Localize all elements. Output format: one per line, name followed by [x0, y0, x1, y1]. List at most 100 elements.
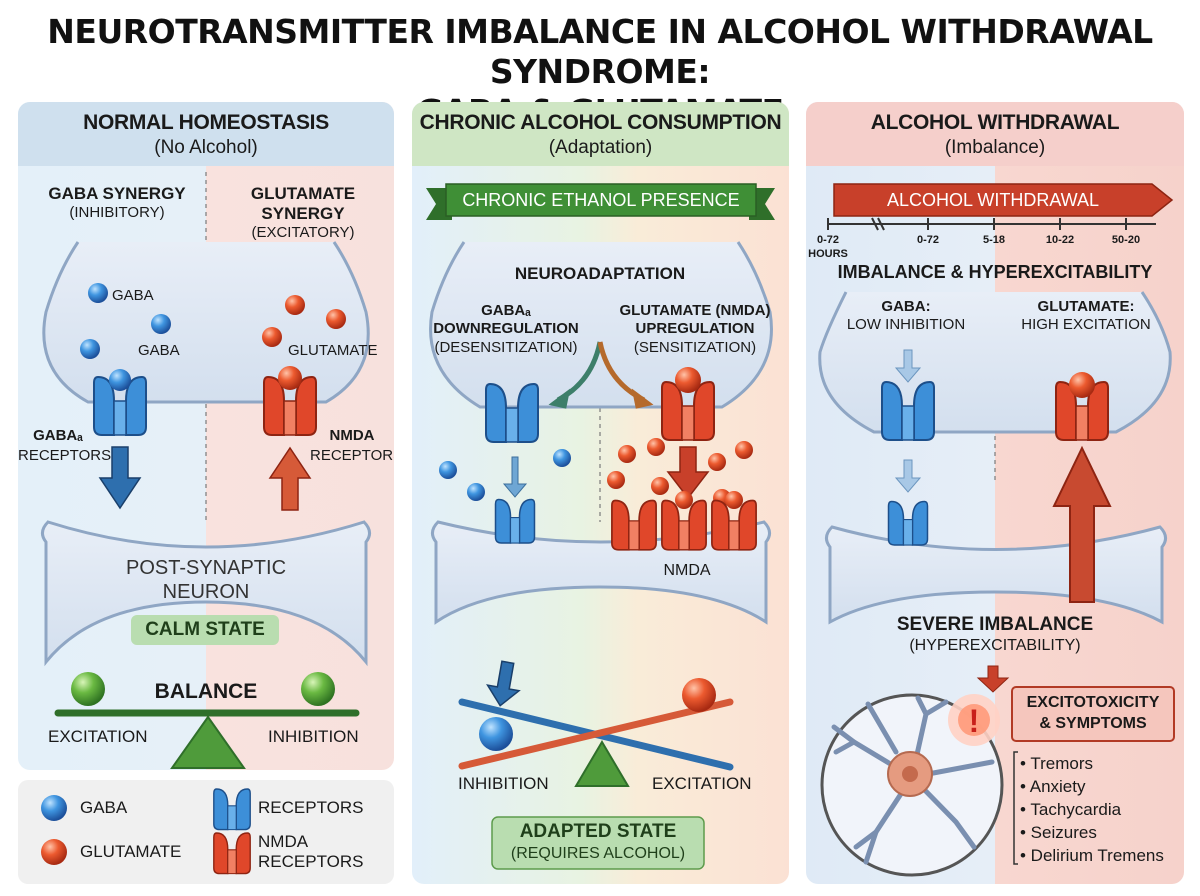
adapted-state-sub: (REQUIRES ALCOHOL): [510, 845, 686, 862]
neuroadaptation-label: NEUROADAPTATION: [514, 264, 686, 283]
panel1-header: NORMAL HOMEOSTASIS (No Alcohol): [18, 102, 394, 166]
panel1-title: NORMAL HOMEOSTASIS: [83, 111, 329, 134]
gaba-receptors-label-1: GABAₐ: [33, 427, 83, 444]
page-title: NEUROTRANSMITTER IMBALANCE IN ALCOHOL WI…: [0, 12, 1200, 132]
inhibition-label: INHIBITION: [458, 774, 549, 793]
symptom-item: • Tremors: [1020, 754, 1094, 773]
panel1-graphics: [18, 102, 394, 770]
glutamate-molecule: [262, 327, 282, 347]
panel2-title: CHRONIC ALCOHOL CONSUMPTION: [419, 111, 782, 134]
panel3-title: ALCOHOL WITHDRAWAL: [870, 111, 1120, 134]
balance-ball-right: [301, 672, 335, 706]
gaba-synergy-sub: (INHIBITORY): [69, 204, 165, 221]
excitation-label: EXCITATION: [652, 774, 752, 793]
panel3-subtitle: (Imbalance): [944, 137, 1046, 158]
nmda-label: NMDA: [663, 562, 711, 579]
gaba-downreg-1: GABAₐ: [481, 302, 531, 319]
legend-glutamate-label: GLUTAMATE: [80, 842, 182, 861]
severe-imbalance-sub: (HYPEREXCITABILITY): [909, 637, 1081, 654]
panel2-subtitle: (Adaptation): [548, 137, 653, 158]
legend-gaba-label: GABA: [80, 798, 128, 817]
glutamate-molecule: [285, 295, 305, 315]
excitation-arrow-up: [1052, 445, 1112, 603]
inhibition-label: INHIBITION: [268, 727, 359, 746]
gaba-synergy-label: GABA SYNERGY: [48, 184, 186, 203]
seesaw-fulcrum: [574, 740, 630, 787]
excitotoxicity-box: [1011, 686, 1175, 742]
legend-graphics: [41, 788, 251, 875]
post-synaptic-label-1: POST-SYNAPTIC: [125, 557, 287, 579]
inhibitory-arrow-down: [98, 446, 142, 510]
seesaw-beam-red: [458, 698, 734, 770]
svg-text:!: !: [969, 703, 980, 739]
title-line-1: NEUROTRANSMITTER IMBALANCE IN ALCOHOL WI…: [47, 12, 1153, 91]
glu-high-1: GLUTAMATE:: [1037, 298, 1135, 315]
excitation-label: EXCITATION: [48, 727, 148, 746]
panel1-subtitle: (No Alcohol): [154, 137, 258, 158]
panel-alcohol-withdrawal: ! ALCOHOL WITHDRAWAL (Imbalance) ALCOHOL…: [806, 102, 1184, 884]
glu-upreg-2: UPREGULATION: [635, 320, 755, 337]
legend-glutamate-swatch: [41, 839, 67, 865]
panel2-graphics: [412, 102, 789, 884]
gaba-downreg-2: DOWNREGULATION: [433, 320, 579, 337]
adapted-state-title: ADAPTED STATE: [519, 821, 677, 842]
timeline-tick: 0-72: [916, 234, 940, 246]
seesaw-glutamate-ball: [682, 678, 716, 712]
timeline-tick: 10-22: [1045, 234, 1075, 246]
excitotoxicity-label-1: EXCITOTOXICITY: [1026, 694, 1160, 711]
timeline-tick: 0-72: [816, 234, 840, 246]
panel3-graphics: !: [806, 102, 1184, 884]
timeline-hours: HOURS: [808, 248, 848, 260]
withdrawal-banner-label: ALCOHOL WITHDRAWAL: [886, 190, 1100, 210]
panel-chronic-consumption: CHRONIC ALCOHOL CONSUMPTION (Adaptation)…: [412, 102, 789, 884]
legend: GABA GLUTAMATE RECEPTORS NMDA RECEPTORS: [18, 780, 394, 884]
glutamate-label: GLUTAMATE: [288, 342, 378, 359]
timeline-tick: 5-18: [982, 234, 1006, 246]
symptom-item: • Tachycardia: [1020, 800, 1122, 819]
legend-nmda-label-1: NMDA: [258, 832, 309, 851]
legend-gaba-swatch: [41, 795, 67, 821]
balance-fulcrum: [170, 715, 246, 769]
ethanol-banner-label: CHRONIC ETHANOL PRESENCE: [462, 190, 740, 210]
panel2-header: CHRONIC ALCOHOL CONSUMPTION (Adaptation): [412, 102, 789, 166]
glu-upreg-1: GLUTAMATE (NMDA): [619, 302, 771, 319]
gaba-molecule: [151, 314, 171, 334]
calm-state-badge: CALM STATE: [131, 615, 279, 645]
post-synaptic-label-2: NEURON: [162, 581, 250, 603]
withdrawal-banner: [833, 183, 1174, 217]
glu-high-2: HIGH EXCITATION: [1021, 316, 1151, 333]
balance-ball-left: [71, 672, 105, 706]
panel3-header: ALCOHOL WITHDRAWAL (Imbalance): [806, 102, 1184, 166]
gaba-label: GABA: [112, 287, 154, 304]
ethanol-banner: [445, 183, 757, 217]
glutamate-molecule: [326, 309, 346, 329]
legend-receptor-swatch: [213, 788, 251, 831]
legend-nmda-label-2: RECEPTORS: [258, 852, 364, 871]
gaba-low-2: LOW INHIBITION: [846, 316, 966, 333]
pre-synaptic-terminal: [42, 241, 370, 404]
nmda-receptors-label-1: NMDA: [329, 427, 375, 444]
symptom-item: • Anxiety: [1020, 777, 1086, 796]
legend-receptors-label: RECEPTORS: [258, 798, 364, 817]
imbalance-title: IMBALANCE & HYPEREXCITABILITY: [837, 262, 1153, 282]
symptom-item: • Seizures: [1020, 823, 1097, 842]
gaba-receptors-label-2: RECEPTORS: [18, 447, 112, 464]
symptom-item: • Delirium Tremens: [1020, 846, 1164, 865]
gaba-label: GABA: [138, 342, 180, 359]
glu-synergy-label-1: GLUTAMATE: [250, 184, 356, 203]
gaba-molecule: [88, 283, 108, 303]
balance-label: BALANCE: [154, 680, 258, 703]
post-synaptic-neuron: [41, 520, 371, 667]
panel-normal-homeostasis: NORMAL HOMEOSTASIS (No Alcohol) GABA SYN…: [18, 102, 394, 770]
excitotoxicity-label-2: & SYMPTOMS: [1039, 715, 1147, 732]
glu-synergy-sub: (EXCITATORY): [251, 224, 355, 241]
glutamate-bound: [278, 366, 302, 390]
timeline-tick: 50-20: [1111, 234, 1141, 246]
legend-nmda-swatch: [213, 832, 251, 875]
glu-synergy-label-2: SYNERGY: [261, 204, 345, 223]
gaba-molecule: [80, 339, 100, 359]
excitatory-arrow-up: [268, 446, 312, 511]
adapted-state-badge: [491, 816, 705, 870]
gaba-downreg-3: (DESENSITIZATION): [434, 339, 578, 356]
glutamate-bound: [675, 367, 701, 393]
